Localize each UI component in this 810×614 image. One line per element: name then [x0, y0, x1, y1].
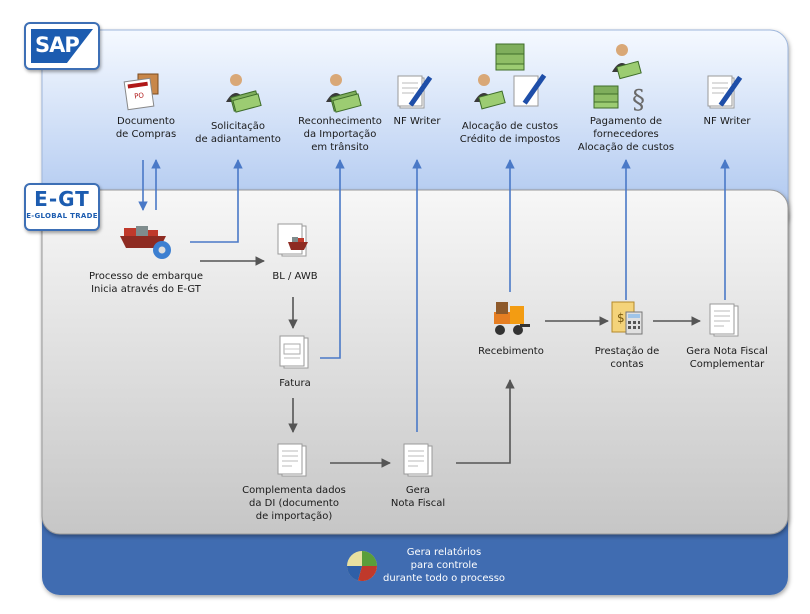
node-nf-writer-1: NF Writer [394, 115, 441, 128]
label-line: Inicia através do E-GT [91, 284, 201, 295]
label-line: Gera [405, 485, 431, 496]
label-line: NF Writer [393, 116, 441, 127]
svg-text:PO: PO [134, 91, 145, 100]
node-bl-awb: BL / AWB [272, 270, 317, 283]
document-pen-icon [707, 75, 743, 109]
label-line: fornecedores [593, 129, 659, 140]
arrow-fatura-to-reconhecimento [320, 159, 345, 359]
label-line: Crédito de impostos [459, 134, 561, 145]
purchase-order-icon: PO [123, 73, 159, 111]
document-icon [403, 443, 433, 477]
document-icon [277, 443, 307, 477]
pie-chart-icon [346, 551, 378, 582]
ship-gear-icon [120, 226, 171, 259]
sap-logo-badge: SAP [24, 22, 100, 70]
label-line: Processo de embarque [88, 271, 204, 282]
svg-text:$: $ [617, 311, 625, 325]
node-fatura: Fatura [279, 377, 310, 390]
person-money-pen-icon [474, 43, 547, 110]
label-line: Alocação de custos [461, 121, 559, 132]
label-line: Gera relatórios [406, 547, 482, 558]
arrow-processo-to-solicitacao [190, 159, 243, 243]
label-line: Gera Nota Fiscal [686, 346, 768, 357]
node-solicitacao: Solicitação de adiantamento [195, 120, 281, 146]
label-line: da DI (documento [249, 498, 339, 509]
label-line: de importação) [255, 511, 333, 522]
invoice-icon [279, 335, 309, 369]
label-line: para controle [410, 560, 478, 571]
folder-calculator-icon: $ [611, 301, 643, 335]
label-line: Complementa dados [242, 485, 346, 496]
egt-panel [41, 189, 789, 535]
document-icon [709, 303, 739, 337]
node-recebimento: Recebimento [478, 345, 544, 358]
person-money-section-icon: § [593, 44, 645, 115]
node-reconhecimento: Reconhecimento da Importação em trânsito [298, 115, 382, 154]
label-line: contas [610, 359, 644, 370]
label-line: em trânsito [311, 142, 369, 153]
egt-logo-text: E-GT [34, 187, 90, 211]
label-line: durante todo o processo [382, 573, 506, 584]
label-line: Recebimento [478, 346, 544, 357]
svg-text:§: § [632, 85, 645, 115]
label-line: Solicitação [210, 121, 266, 132]
label-line: NF Writer [703, 116, 751, 127]
document-pen-icon [397, 75, 433, 109]
node-nf-writer-2: NF Writer [704, 115, 751, 128]
node-documento-compras: Documento de Compras [116, 115, 176, 141]
sap-logo: SAP [31, 29, 93, 63]
person-money-icon [226, 74, 262, 113]
label-line: de Compras [115, 129, 177, 140]
label-line: Pagamento de [589, 116, 663, 127]
label-line: BL / AWB [272, 271, 318, 282]
egt-logo-subtext: E-GLOBAL TRADE [26, 212, 98, 220]
label-line: Alocação de custos [577, 142, 675, 153]
label-line: da Importação [303, 129, 377, 140]
label-line: Nota Fiscal [390, 498, 446, 509]
forklift-icon [494, 302, 530, 335]
node-complementa-di: Complementa dados da DI (documento de impo… [242, 484, 346, 523]
label-line: Prestação de [594, 346, 660, 357]
arrow-gera-to-recebimento [456, 379, 515, 464]
node-prestacao-contas: Prestação de contas [595, 345, 660, 371]
person-money-icon [326, 74, 362, 113]
label-line: Complementar [689, 359, 765, 370]
sap-logo-text: SAP [35, 33, 80, 57]
egt-logo-badge: E-GT E-GLOBAL TRADE [24, 183, 100, 231]
node-relatorios: Gera relatórios para controle durante todo… [383, 546, 505, 585]
label-line: Fatura [279, 378, 311, 389]
label-line: Reconhecimento [298, 116, 382, 127]
document-ship-icon [277, 223, 308, 257]
label-line: de adiantamento [195, 134, 281, 145]
label-line: Documento [117, 116, 175, 127]
